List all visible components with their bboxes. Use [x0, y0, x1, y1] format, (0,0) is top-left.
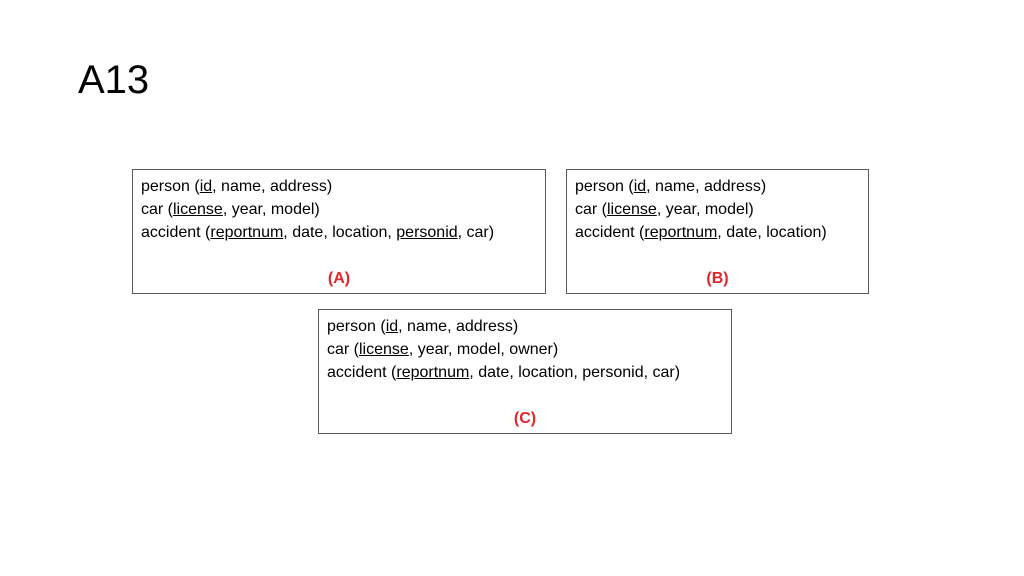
relation-text: car ( — [575, 201, 607, 218]
schema-box-a: person (id, name, address) car (license,… — [132, 169, 546, 294]
relation-text: , year, model, owner) — [408, 341, 559, 358]
key-attribute: id — [199, 178, 213, 195]
key-attribute: reportnum — [396, 364, 470, 381]
relation-text: accident ( — [141, 224, 211, 241]
relation-text: car ( — [141, 201, 173, 218]
relation-person: person (id, name, address) — [327, 315, 723, 338]
relation-car: car (license, year, model, owner) — [327, 338, 723, 361]
key-attribute: reportnum — [644, 224, 718, 241]
key-attribute: license — [173, 201, 223, 218]
relation-text: , name, address) — [398, 318, 519, 335]
relation-text: , name, address) — [212, 178, 333, 195]
key-attribute: personid — [396, 224, 458, 241]
box-label: (A) — [327, 270, 351, 287]
slide-title: A13 — [78, 58, 150, 102]
relation-text: , date, location) — [717, 224, 827, 241]
schema-box-b: person (id, name, address) car (license,… — [566, 169, 869, 294]
key-attribute: id — [633, 178, 647, 195]
key-attribute: license — [359, 341, 409, 358]
key-attribute: license — [607, 201, 657, 218]
relation-accident: accident (reportnum, date, location) — [575, 221, 860, 244]
relation-text: , year, model) — [656, 201, 754, 218]
key-attribute: reportnum — [210, 224, 284, 241]
relation-text: , name, address) — [646, 178, 767, 195]
box-label: (C) — [513, 410, 537, 427]
box-label: (B) — [706, 270, 729, 287]
relation-text: , date, location, personid, car) — [469, 364, 681, 381]
relation-text: person ( — [575, 178, 634, 195]
relation-car: car (license, year, model) — [141, 198, 537, 221]
relation-accident: accident (reportnum, date, location, per… — [327, 361, 723, 384]
relation-car: car (license, year, model) — [575, 198, 860, 221]
relation-text: , year, model) — [222, 201, 320, 218]
relation-text: car ( — [327, 341, 359, 358]
relation-accident: accident (reportnum, date, location, per… — [141, 221, 537, 244]
schema-box-c: person (id, name, address) car (license,… — [318, 309, 732, 434]
relation-text: person ( — [141, 178, 200, 195]
relation-text: accident ( — [575, 224, 645, 241]
relation-text: , date, location, — [283, 224, 397, 241]
relation-text: , car) — [457, 224, 495, 241]
relation-person: person (id, name, address) — [575, 175, 860, 198]
relation-text: person ( — [327, 318, 386, 335]
key-attribute: id — [385, 318, 399, 335]
relation-person: person (id, name, address) — [141, 175, 537, 198]
relation-text: accident ( — [327, 364, 397, 381]
